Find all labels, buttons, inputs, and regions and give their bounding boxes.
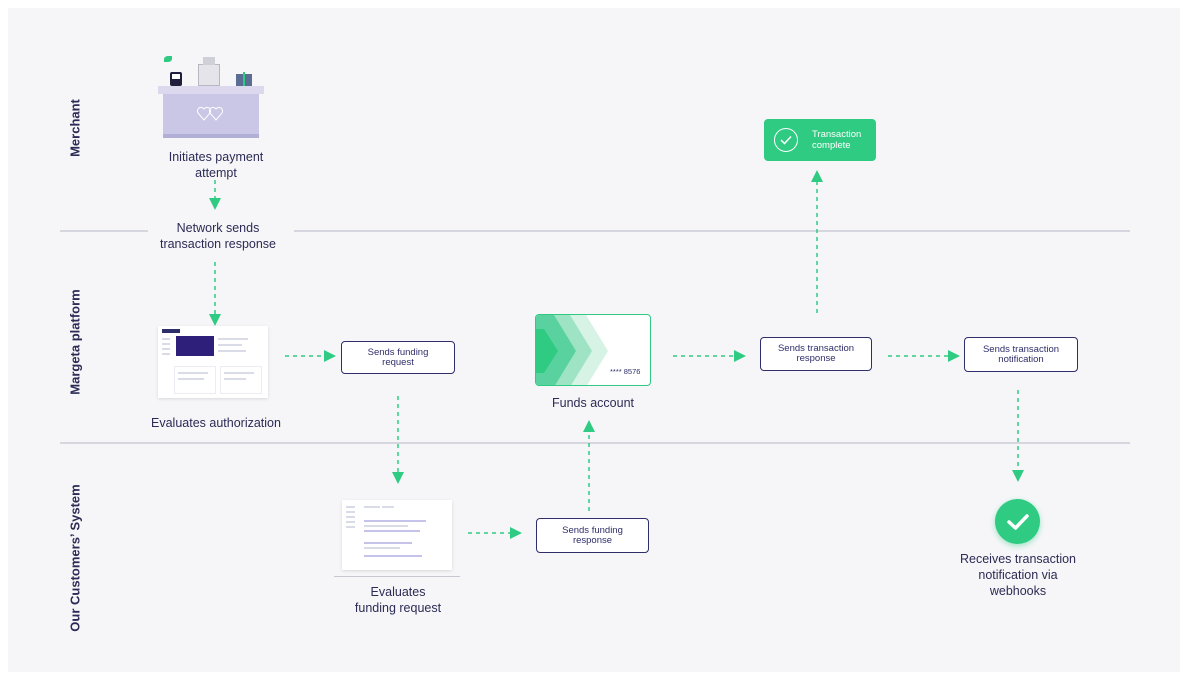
merchant-counter-illustration [158, 50, 268, 140]
network-sends-caption: Network sends transaction response [148, 220, 288, 252]
sends-transaction-response-box: Sends transaction response [760, 337, 872, 371]
sends-transaction-notification-box: Sends transaction notification [964, 337, 1078, 372]
flow-arrows [209, 170, 1024, 539]
initiates-payment-caption: Initiates payment attempt [168, 150, 264, 180]
dashboard-logo [162, 329, 180, 333]
sends-funding-request-box: Sends funding request [341, 341, 455, 374]
cash-register-icon [198, 57, 220, 86]
funds-account-card: **** 8576 [535, 314, 651, 386]
sends-funding-response-box: Sends funding response [536, 518, 649, 553]
funding-request-document-mock [342, 500, 452, 570]
leaf-icon [164, 56, 172, 62]
counter-top [158, 86, 264, 94]
authorization-dashboard-mock [158, 326, 268, 398]
receives-notification-caption: Receives transaction notification via we… [959, 552, 1077, 598]
gift-box-icon [236, 72, 252, 86]
diagram-canvas: Merchant Margeta platform Our Customers’… [8, 8, 1180, 672]
hearts-icon [196, 106, 224, 121]
lane-divider-bottom [60, 442, 1130, 444]
dashboard-card-panel [176, 336, 214, 356]
document-shadow-line [334, 576, 460, 577]
transaction-complete-box: Transaction complete [764, 119, 876, 161]
chevron-card-icon [536, 315, 608, 385]
payment-terminal-icon [170, 72, 182, 86]
check-circle-icon [774, 128, 798, 152]
evaluates-funding-caption: Evaluates funding request [354, 585, 442, 615]
lane-divider-top-left [60, 230, 148, 232]
counter-body [163, 92, 259, 134]
transaction-complete-label: Transaction complete [812, 129, 862, 151]
counter-base [163, 134, 259, 138]
lane-divider-top-right [294, 230, 1130, 232]
evaluates-authorization-caption: Evaluates authorization [151, 416, 281, 430]
check-icon [995, 499, 1040, 544]
funds-account-caption: Funds account [552, 396, 634, 410]
card-number: **** 8576 [610, 367, 641, 376]
